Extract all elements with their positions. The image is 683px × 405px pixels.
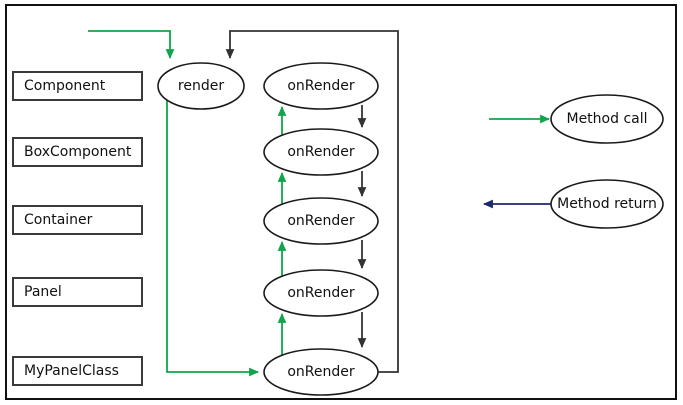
class-box-label: MyPanelClass — [24, 363, 119, 379]
class-box-label: Container — [24, 212, 93, 228]
edge-entry-call-to-render — [88, 30, 175, 59]
class-box-label: BoxComponent — [24, 144, 132, 160]
node-render[interactable] — [157, 62, 245, 110]
node-onrender-2[interactable] — [263, 128, 379, 176]
node-onrender-4[interactable] — [263, 269, 379, 317]
class-box-mypanelclass: MyPanelClass — [12, 356, 143, 386]
diagram-frame — [5, 4, 677, 400]
class-box-boxcomponent: BoxComponent — [12, 137, 143, 167]
legend-method-call-ellipse — [550, 94, 664, 144]
class-box-label: Component — [24, 78, 106, 94]
class-box-panel: Panel — [12, 277, 143, 307]
edge-render-to-onrender5 — [166, 100, 259, 377]
node-onrender-5[interactable] — [263, 348, 379, 396]
node-onrender-3[interactable] — [263, 197, 379, 245]
class-box-component: Component — [12, 71, 143, 101]
edge-onrender5-return-to-render — [225, 30, 399, 373]
class-box-label: Panel — [24, 284, 62, 300]
legend-method-return-ellipse — [550, 179, 664, 229]
node-onrender-1[interactable] — [263, 62, 379, 110]
class-box-container: Container — [12, 205, 143, 235]
